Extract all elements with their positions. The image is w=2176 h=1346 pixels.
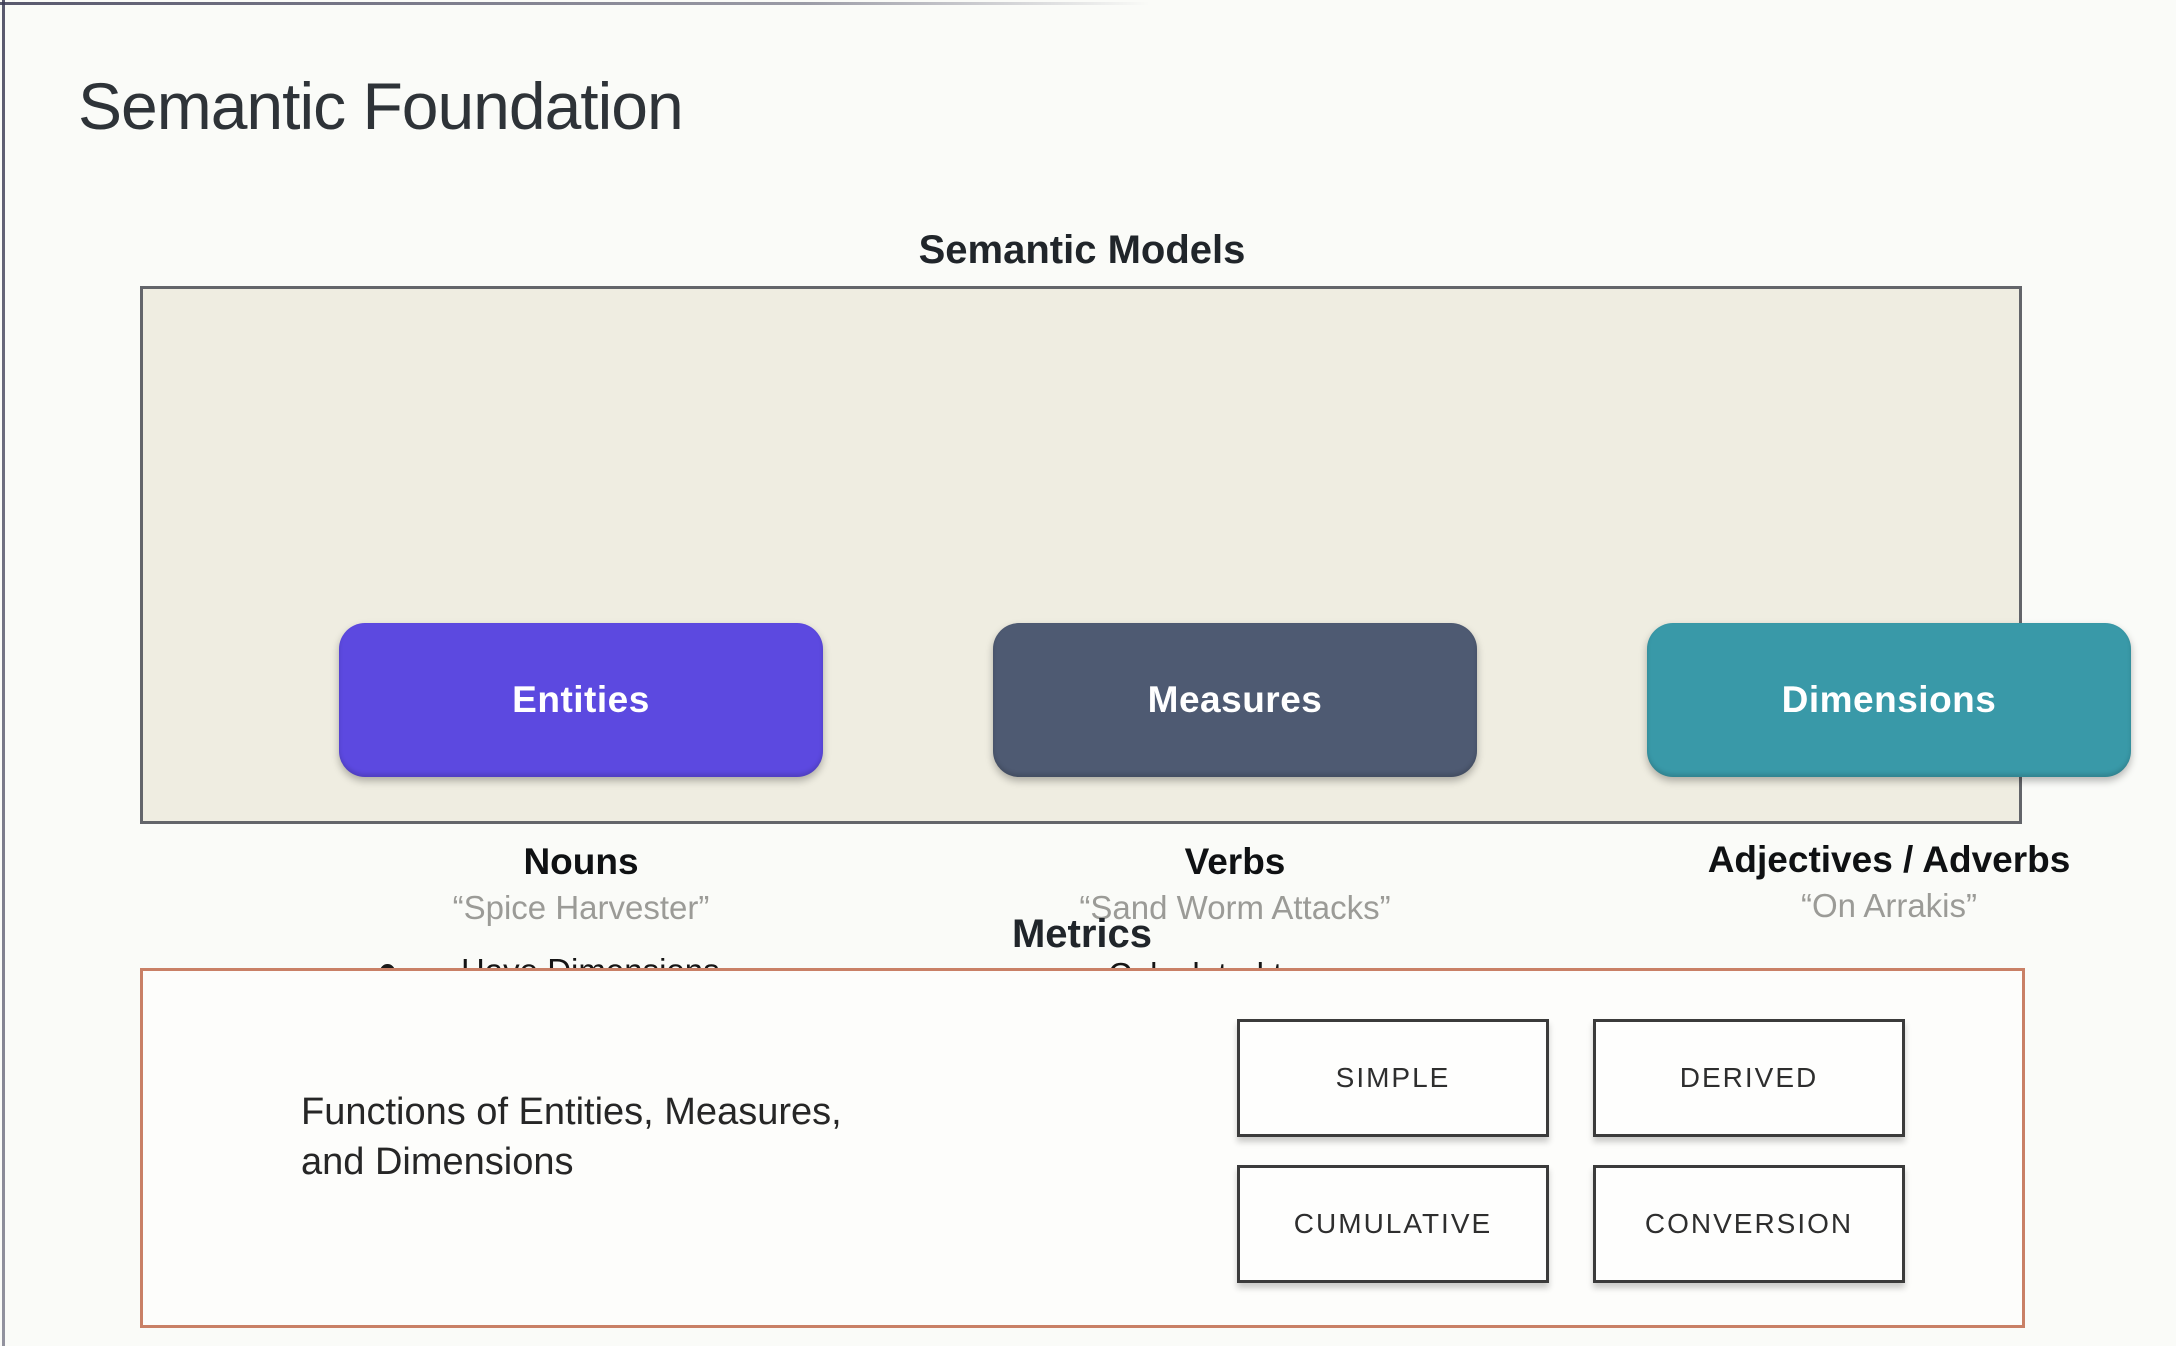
measures-word-type: Verbs: [1184, 841, 1286, 882]
metrics-panel: Functions of Entities, Measures, and Dim…: [140, 968, 2025, 1328]
entities-example-quote: “Spice Harvester”: [452, 889, 710, 926]
metrics-description-line2: and Dimensions: [301, 1141, 574, 1183]
measures-example-quote: “Sand Worm Attacks”: [1079, 889, 1391, 926]
entities-chip: Entities: [339, 623, 823, 777]
slide-title: Semantic Foundation: [78, 69, 684, 143]
dimensions-example-quote: “On Arrakis”: [1800, 887, 1978, 924]
metric-type-box-conversion: CONVERSION: [1593, 1165, 1905, 1283]
window-left-edge: [2, 0, 5, 1346]
window-top-edge: [0, 2, 1150, 5]
metric-type-box-cumulative: CUMULATIVE: [1237, 1165, 1549, 1283]
metric-type-box-derived: DERIVED: [1593, 1019, 1905, 1137]
entities-word-type: Nouns: [523, 841, 639, 882]
metrics-description: Functions of Entities, Measures, and Dim…: [301, 1087, 842, 1187]
semantic-models-panel: Entities Measures Dimensions Nouns Verbs…: [140, 286, 2131, 1157]
measures-chip: Measures: [993, 623, 1477, 777]
dimensions-word-type: Adjectives / Adverbs: [1707, 839, 2071, 880]
dimensions-chip: Dimensions: [1647, 623, 2131, 777]
metrics-heading: Metrics: [1011, 912, 1153, 956]
semantic-models-heading: Semantic Models: [918, 228, 1246, 272]
metrics-description-line1: Functions of Entities, Measures,: [301, 1091, 842, 1133]
metric-type-box-simple: SIMPLE: [1237, 1019, 1549, 1137]
